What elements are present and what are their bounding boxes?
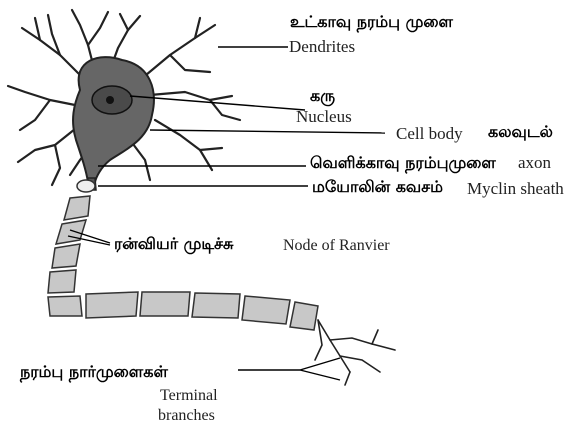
terminal-branches [315,320,395,385]
dendrites-label: Dendrites [289,38,355,55]
cell-body-label-tamil: கலவுடல் [488,124,553,140]
ranvier-label-tamil: ரன்வியர் முடிச்சு [114,236,233,252]
myelin-sheath [48,180,318,330]
axon-label: axon [518,154,551,171]
cell-body-label: Cell body [396,125,463,142]
ranvier-label: Node of Ranvier [283,238,390,254]
nucleus-label-tamil: கரு [310,88,335,104]
axon-label-tamil: வெளிக்காவு நரம்புமுளை [310,155,496,171]
terminal-label-tamil: நரம்பு நார்முளைகள் [20,364,168,380]
myelin-label: Myclin sheath [467,180,564,197]
cell-body [73,57,154,182]
terminal-label-line1: Terminal [160,388,218,404]
dendrites-label-tamil: உட்காவு நரம்பு முளை [290,14,453,30]
terminal-label-line2: branches [158,408,215,424]
cell-body-leader [150,130,385,133]
terminal-leader [238,358,340,380]
myelin-label-tamil: மயோலின் கவசம் [312,179,443,195]
nucleus-label: Nucleus [296,108,352,125]
